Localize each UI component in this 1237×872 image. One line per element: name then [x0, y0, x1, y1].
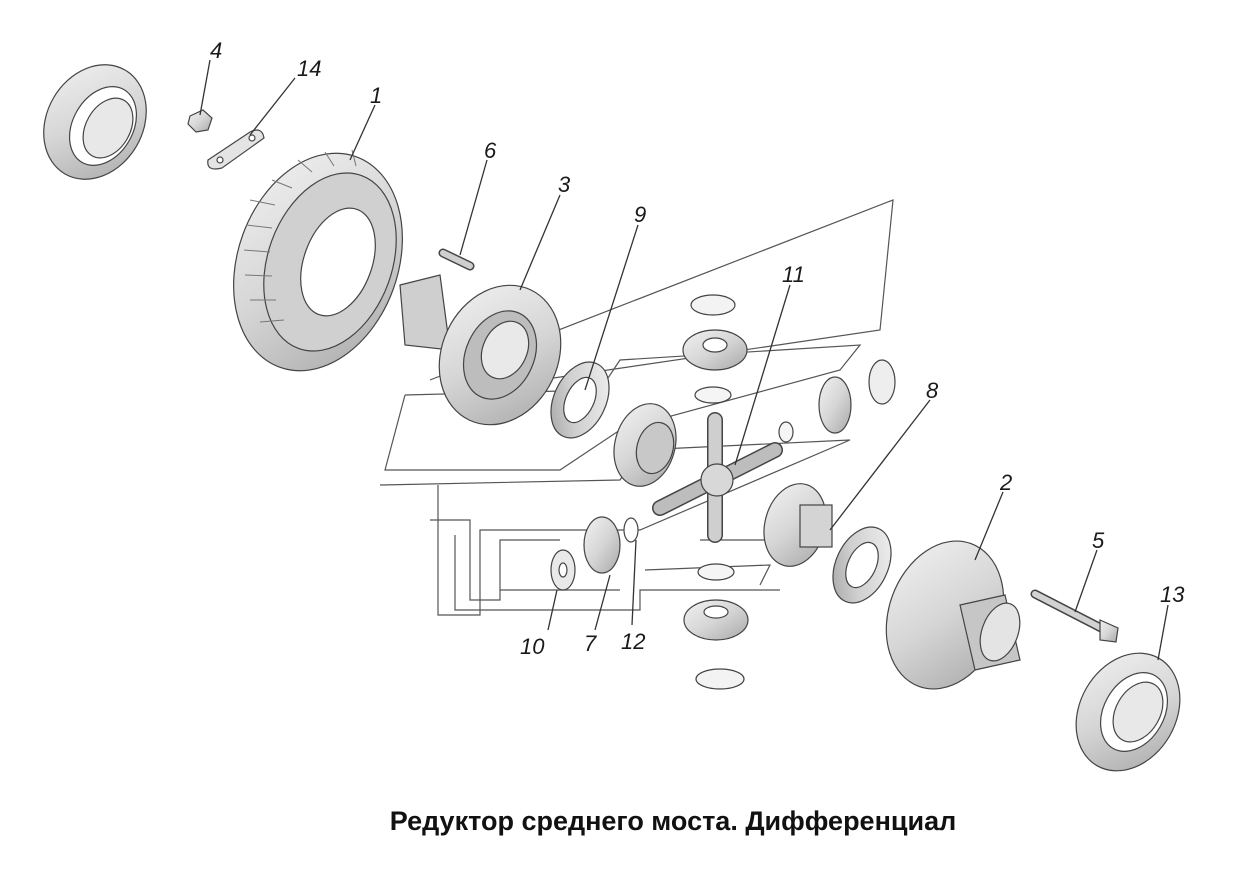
callout-1: 1: [370, 83, 382, 108]
callout-14: 14: [297, 56, 321, 81]
diagram-caption: Редуктор среднего моста. Дифференциал: [389, 806, 957, 836]
callout-5: 5: [1092, 528, 1105, 553]
housing-half-left: [399, 274, 562, 426]
pinion-gear-top: [682, 294, 748, 404]
ring-gear: [233, 149, 403, 372]
callout-12: 12: [621, 629, 645, 654]
callout-4: 4: [210, 38, 222, 63]
spider-cross: [652, 412, 783, 543]
side-gear-left: [613, 403, 677, 487]
bearing-left: [43, 64, 147, 180]
bearing-right: [1075, 652, 1181, 772]
callout-7: 7: [584, 631, 597, 656]
callout-9: 9: [634, 202, 646, 227]
thrust-washer: [550, 361, 610, 439]
callout-6: 6: [484, 138, 497, 163]
leader-lines: [199, 59, 1169, 661]
pin: [438, 248, 475, 271]
callout-11: 11: [782, 262, 805, 287]
pinion-gear-bottom: [683, 563, 749, 690]
bolt: [1030, 589, 1119, 643]
pinion-gear-left: [550, 516, 639, 591]
callout-3: 3: [558, 172, 571, 197]
callout-2: 2: [999, 470, 1012, 495]
thrust-washer-right: [832, 526, 892, 604]
side-gear-right: [763, 483, 833, 567]
housing-half-right: [885, 540, 1021, 690]
callout-10: 10: [520, 634, 545, 659]
nut: [187, 109, 213, 133]
lock-plate: [207, 129, 265, 170]
callout-13: 13: [1160, 582, 1185, 607]
callout-8: 8: [926, 378, 939, 403]
callout-numbers: 4 14 1 6 3 9 11 8 2 5 13 10 7 12: [210, 38, 1185, 659]
pinion-gear-right: [778, 359, 896, 443]
